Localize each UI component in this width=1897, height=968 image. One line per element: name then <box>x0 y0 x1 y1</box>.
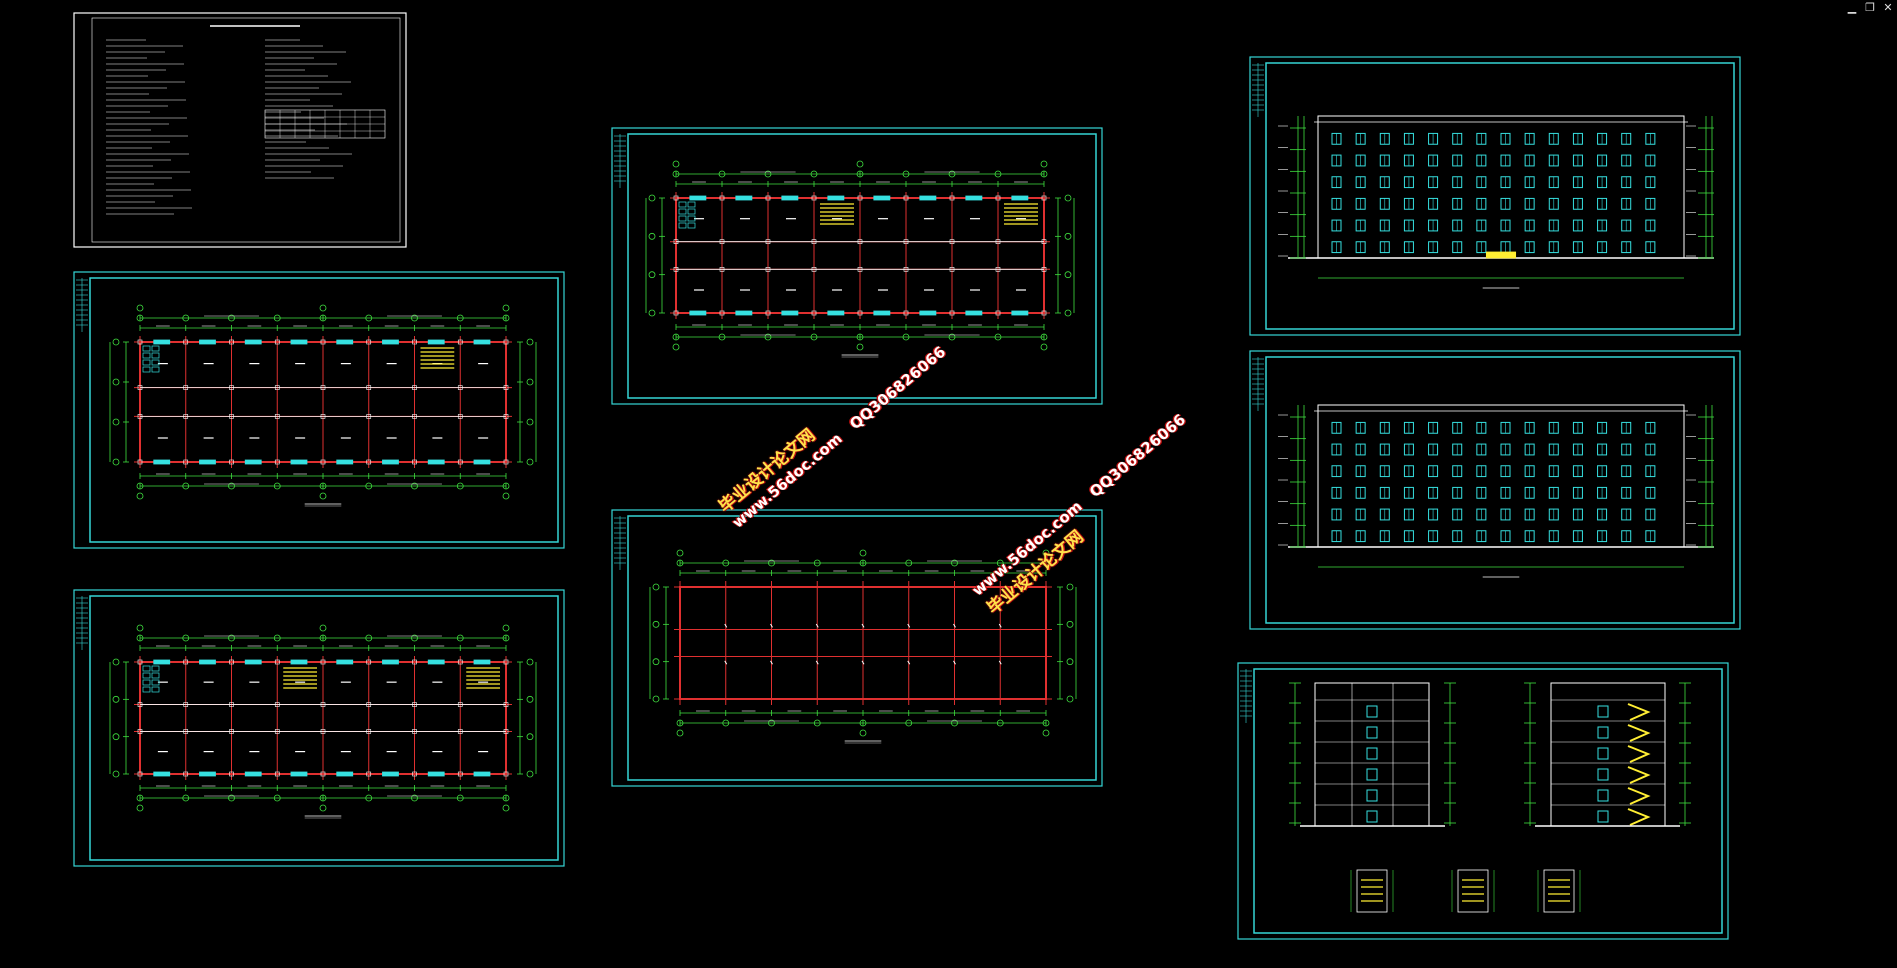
section-sheet <box>1237 662 1729 940</box>
front-elevation-sheet <box>1249 56 1741 336</box>
plan-sheet-ground-floor <box>73 271 565 549</box>
plan-sheet-standard-floor <box>73 589 565 867</box>
design-notes-sheet <box>73 12 407 248</box>
plan-sheet-top-floor <box>611 127 1103 405</box>
window-controls: ▁ ❐ ✕ <box>1846 2 1894 14</box>
minimize-icon[interactable]: ▁ <box>1847 1 1857 14</box>
rear-elevation-sheet <box>1249 350 1741 630</box>
close-icon[interactable]: ✕ <box>1883 1 1893 14</box>
restore-icon[interactable]: ❐ <box>1865 1 1875 14</box>
roof-plan-sheet <box>611 509 1103 787</box>
